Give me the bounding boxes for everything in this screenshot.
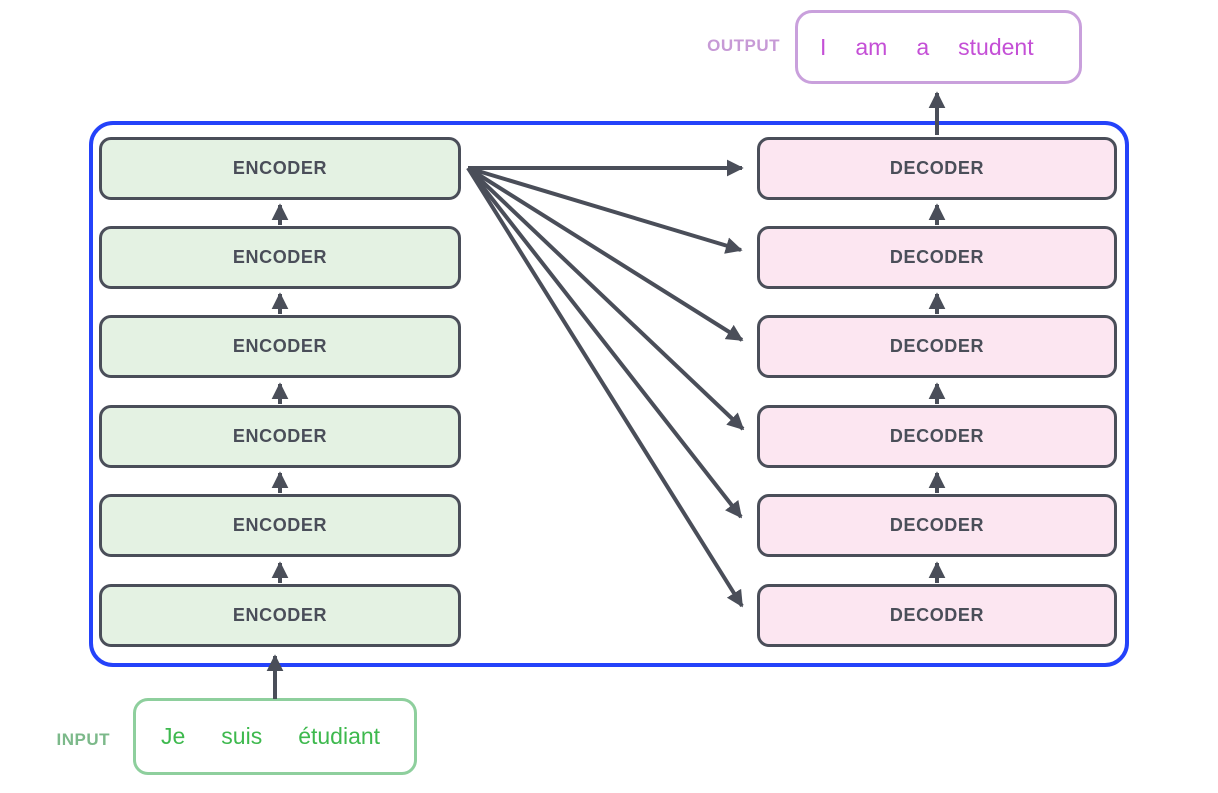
decoder-block-5: DECODER [757,226,1117,289]
decoder-block-6: DECODER [757,137,1117,200]
encoder-block-4: ENCODER [99,315,461,378]
encoder-block-3: ENCODER [99,405,461,468]
decoder-block-4: DECODER [757,315,1117,378]
input-sentence-box: Je suis étudiant [133,698,417,775]
input-word: suis [221,723,263,749]
output-word: student [958,33,1034,60]
encoder-block-5: ENCODER [99,226,461,289]
input-word: étudiant [298,723,381,749]
encoder-block-2: ENCODER [99,494,461,557]
decoder-block-3: DECODER [757,405,1117,468]
output-label: OUTPUT [707,36,780,55]
output-word: am [855,33,888,60]
output-sentence-box: I am a student [795,10,1082,84]
input-word: Je [161,723,186,749]
input-label: INPUT [56,730,110,749]
output-word: a [916,33,930,60]
encoder-block-1: ENCODER [99,584,461,647]
decoder-block-1: DECODER [757,584,1117,647]
encoder-block-6: ENCODER [99,137,461,200]
output-word: I [820,33,827,60]
decoder-block-2: DECODER [757,494,1117,557]
